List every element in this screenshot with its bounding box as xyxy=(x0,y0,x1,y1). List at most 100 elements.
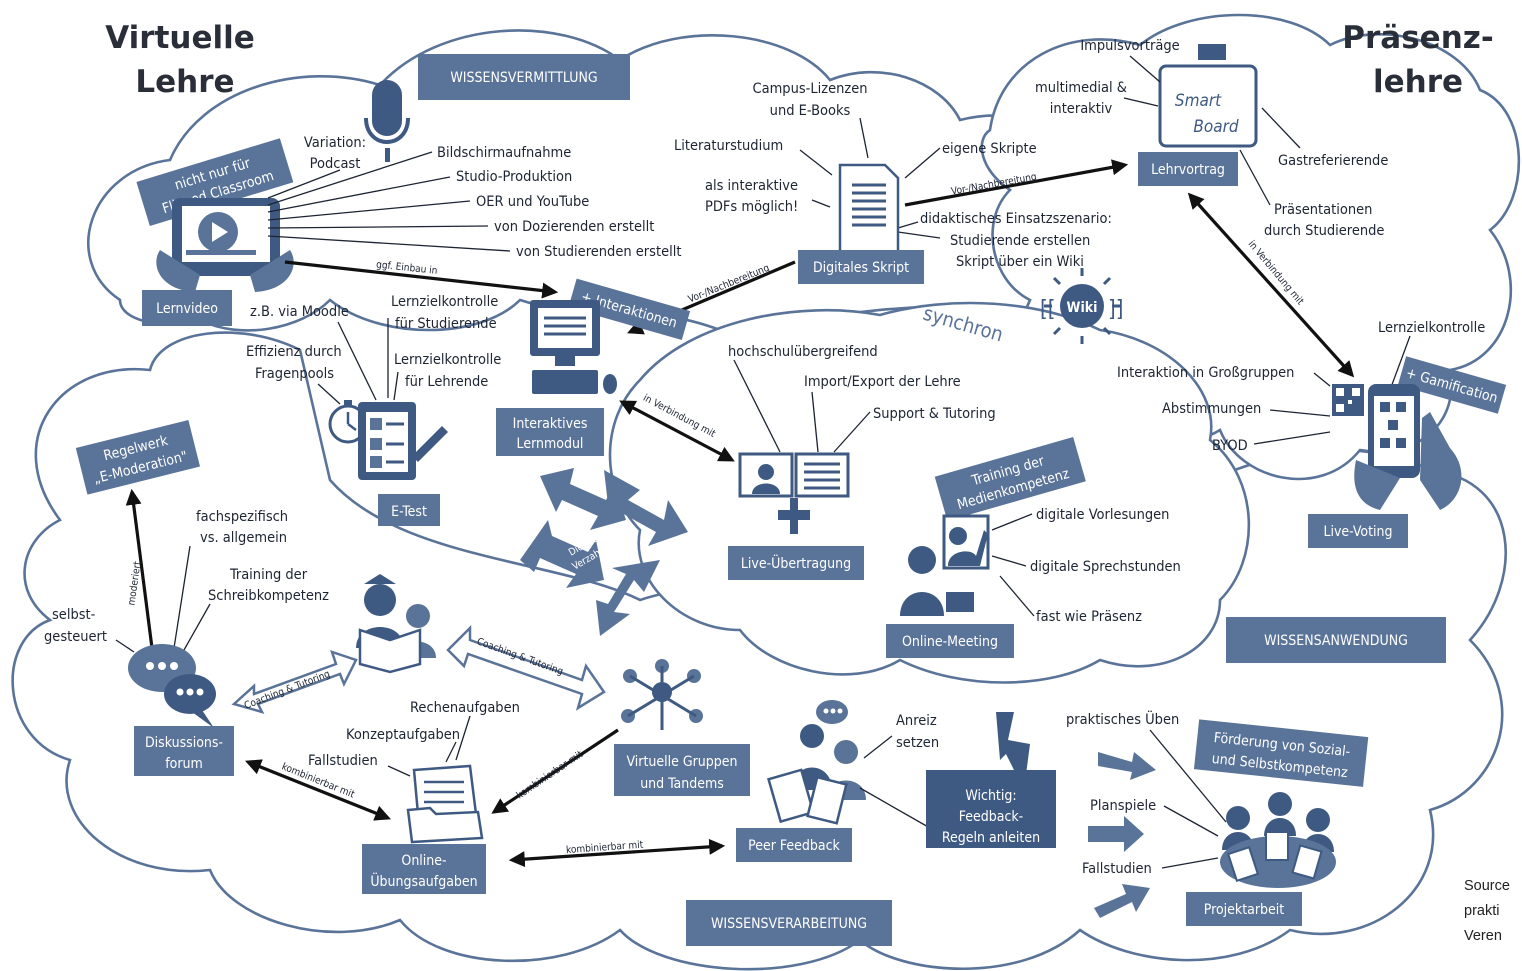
live-uebertragung-label: Live-Übertragung xyxy=(741,554,851,572)
projector-icon xyxy=(1198,44,1226,60)
coaching-arrow-right: Coaching & Tutoring xyxy=(446,624,606,711)
svg-text:gesteuert: gesteuert xyxy=(44,629,107,645)
svg-text:Lernzielkontrolle: Lernzielkontrolle xyxy=(391,294,498,310)
smartphone-voting-icon xyxy=(1354,384,1462,510)
uebung-group: Rechenaufgaben Konzeptaufgaben Fallstudi… xyxy=(308,700,726,894)
svg-text:z.B. via Moodle: z.B. via Moodle xyxy=(250,304,349,320)
clipboard-test-icon xyxy=(358,402,448,480)
heading-virtual-line1: Virtuelle xyxy=(105,20,255,56)
skript-label: Digitales Skript xyxy=(813,260,909,276)
lehrvortrag-label-box xyxy=(1138,152,1238,186)
section-wissensverarbeitung: WISSENSVERARBEITUNG xyxy=(686,900,892,946)
svg-text:BYOD: BYOD xyxy=(1212,438,1248,454)
source-line-3: Veren xyxy=(1464,928,1502,944)
gruppen-group: Coaching & Tutoring Virtuelle Gruppen un… xyxy=(446,624,750,814)
computer-icon xyxy=(530,300,617,394)
live-voting-label: Live-Voting xyxy=(1323,524,1392,540)
wiki-virus-icon: Wiki [[ ]] xyxy=(1040,268,1123,344)
projekt-group: praktisches Üben Förderung von Sozial- u… xyxy=(1066,710,1369,926)
svg-text:Lernmodul: Lernmodul xyxy=(517,436,584,452)
svg-text:interaktiv: interaktiv xyxy=(1050,101,1113,117)
svg-text:fast wie Präsenz: fast wie Präsenz xyxy=(1036,609,1142,625)
svg-text:Import/Export der Lehre: Import/Export der Lehre xyxy=(804,374,961,390)
online-meeting-label: Online-Meeting xyxy=(902,634,998,650)
video-tablet-icon xyxy=(156,198,294,292)
svg-text:Fallstudien: Fallstudien xyxy=(1082,861,1152,877)
folder-icon xyxy=(406,764,484,844)
live-stream-icon xyxy=(738,452,850,534)
section-label: WISSENSVERMITTLUNG xyxy=(450,70,597,86)
svg-text:und E-Books: und E-Books xyxy=(770,103,851,119)
svg-text:]]: ]] xyxy=(1108,297,1123,322)
svg-text:für Studierende: für Studierende xyxy=(395,316,497,332)
svg-text:Interaktives: Interaktives xyxy=(513,416,588,432)
svg-text:Literaturstudium: Literaturstudium xyxy=(674,138,783,154)
smartboard-icon: Smart Board xyxy=(1158,64,1258,148)
didaktische-verzahnung-icon: Didaktische Verzahnung xyxy=(520,468,688,636)
heading-virtual-line2: Lehre xyxy=(135,64,234,100)
svg-text:kombinierbar mit: kombinierbar mit xyxy=(566,840,644,856)
synchron-group: synchron hochschulübergreifend Import/Ex… xyxy=(728,301,1181,658)
svg-text:Anreiz: Anreiz xyxy=(896,713,937,729)
svg-text:Lernzielkontrolle: Lernzielkontrolle xyxy=(394,352,501,368)
svg-text:Effizienz durch: Effizienz durch xyxy=(246,344,342,360)
projekt-label-box xyxy=(1186,892,1302,926)
svg-text:Übungsaufgaben: Übungsaufgaben xyxy=(370,872,477,890)
lernvideo-group: nicht nur für Flipped Classroom Lernvide… xyxy=(136,80,681,326)
svg-text:Rechenaufgaben: Rechenaufgaben xyxy=(410,700,520,716)
etest-label: E-Test xyxy=(391,504,427,520)
section-label: WISSENSVERARBEITUNG xyxy=(711,916,867,932)
forum-label-box xyxy=(134,726,234,776)
heading-presence-line2: lehre xyxy=(1373,64,1463,100)
lernmodul-group: + Interaktionen Interaktives Lernmodul i… xyxy=(496,278,735,462)
svg-text:Gastreferierende: Gastreferierende xyxy=(1278,153,1388,169)
section-label: WISSENSANWENDUNG xyxy=(1264,633,1408,649)
svg-text:Planspiele: Planspiele xyxy=(1090,798,1156,814)
svg-text:Impulsvorträge: Impulsvorträge xyxy=(1080,38,1179,54)
svg-text:forum: forum xyxy=(165,756,203,772)
source-line-1: Source xyxy=(1464,878,1510,894)
source-line-2: prakti xyxy=(1464,903,1499,919)
svg-text:Campus-Lizenzen: Campus-Lizenzen xyxy=(752,81,867,97)
medien-banner: Training der Medienkompetenz xyxy=(934,437,1086,521)
document-icon xyxy=(838,163,900,254)
peer-label: Peer Feedback xyxy=(748,838,840,854)
svg-text:Fragenpools: Fragenpools xyxy=(255,366,334,382)
svg-text:Feedback-: Feedback- xyxy=(959,809,1023,825)
heading-presence-line1: Präsenz- xyxy=(1342,20,1493,56)
svg-text:Wiki: Wiki xyxy=(1067,300,1098,316)
qr-code-icon xyxy=(1332,384,1364,416)
lernvideo-label: Lernvideo xyxy=(156,301,218,317)
svg-text:von Studierenden erstellt: von Studierenden erstellt xyxy=(516,244,681,260)
skript-label-box xyxy=(798,250,924,284)
wichtig-box xyxy=(926,770,1056,848)
microphone-icon xyxy=(364,80,410,162)
svg-text:digitale Sprechstunden: digitale Sprechstunden xyxy=(1030,559,1181,575)
online-meeting-icon xyxy=(900,514,990,616)
svg-text:Studierende erstellen: Studierende erstellen xyxy=(950,233,1090,249)
svg-text:Smart: Smart xyxy=(1175,91,1222,111)
svg-text:selbst-: selbst- xyxy=(52,607,96,623)
online-meeting-label-box xyxy=(886,624,1014,658)
svg-text:Skript über ein Wiki: Skript über ein Wiki xyxy=(956,254,1084,270)
svg-text:Schreibkompetenz: Schreibkompetenz xyxy=(208,588,329,604)
svg-text:für Lehrende: für Lehrende xyxy=(405,374,488,390)
svg-text:Interaktion in Großgruppen: Interaktion in Großgruppen xyxy=(1117,365,1294,381)
svg-text:praktisches Üben: praktisches Üben xyxy=(1066,710,1179,728)
svg-text:Abstimmungen: Abstimmungen xyxy=(1162,401,1261,417)
peer-group: Peer Feedback Anreiz setzen Wichtig: Fee… xyxy=(736,700,1056,862)
svg-text:PDFs möglich!: PDFs möglich! xyxy=(705,199,798,215)
lernmodul-label-box xyxy=(496,408,604,456)
svg-text:als interaktive: als interaktive xyxy=(705,178,798,194)
svg-text:Präsentationen: Präsentationen xyxy=(1274,202,1372,218)
svg-text:Training der: Training der xyxy=(229,567,308,583)
peer-label-box xyxy=(736,828,852,862)
live-uebertragung-label-box xyxy=(728,546,864,580)
voting-group: Lernzielkontrolle + Gamification Interak… xyxy=(1117,320,1507,548)
svg-text:Studio-Produktion: Studio-Produktion xyxy=(456,169,572,185)
chat-bubbles-icon xyxy=(128,644,216,728)
svg-text:Online-: Online- xyxy=(401,853,446,869)
cloud-synchron xyxy=(608,301,1251,684)
